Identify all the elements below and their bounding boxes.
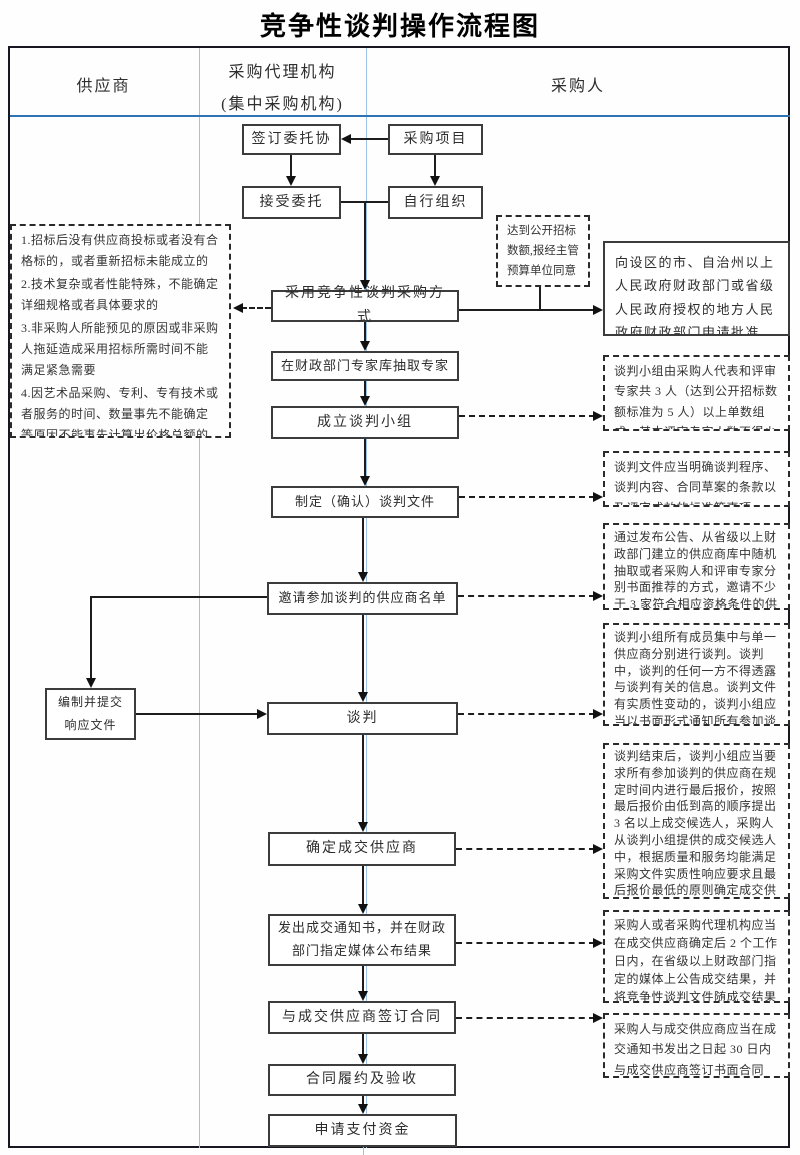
connector-group-to-documents xyxy=(364,439,366,478)
arrowhead-fulfill-to-payment xyxy=(358,1104,368,1114)
dashed-adopt-to-conditions xyxy=(241,307,271,309)
arrowhead-documents-to-note xyxy=(593,492,603,502)
arrowhead-negotiate-to-determine xyxy=(358,822,368,832)
arrowhead-group-to-note xyxy=(593,411,603,421)
arrowhead-adopt-to-experts xyxy=(360,341,370,351)
node-form-group: 成立谈判小组 xyxy=(271,406,459,439)
lane-supplier: 供应商 xyxy=(76,78,131,95)
header-rule xyxy=(10,115,790,117)
lane-purchaser: 采购人 xyxy=(550,78,605,95)
arrowhead-invite-to-negotiate xyxy=(358,692,368,702)
note-group-composition: 谈判小组由采购人代表和评审专家共 3 人（达到公开招标数额标准为 5 人）以上单… xyxy=(603,355,790,431)
node-negotiate: 谈判 xyxy=(267,702,458,735)
arrowhead-contract-to-fulfill xyxy=(358,1054,368,1064)
arrowhead-group-to-documents xyxy=(360,476,370,486)
dashed-determine-to-note xyxy=(456,848,595,850)
arrowhead-determine-to-note xyxy=(593,844,603,854)
note-negotiation-rules: 谈判小组所有成员集中与单一供应商分别进行谈判。谈判中，谈判的任何一方不得透露与谈… xyxy=(603,623,790,726)
condition-2: 2.技术复杂或者性能特殊，不能确定详细规格或者具体要求的 xyxy=(21,277,219,312)
dashed-contract-to-note xyxy=(456,1017,595,1019)
connector-prepare-to-negotiate xyxy=(136,713,259,715)
connector-fulfill-to-payment xyxy=(362,1096,364,1106)
arrowhead-junction-to-adopt xyxy=(360,280,370,290)
connector-contract-to-fulfill xyxy=(362,1034,364,1056)
page-title: 竞争性谈判操作流程图 xyxy=(259,12,540,41)
connector-sign-to-accept xyxy=(290,154,292,178)
node-make-documents: 制定（确认）谈判文件 xyxy=(271,486,459,518)
dashed-notice-to-note xyxy=(456,942,595,944)
node-invite-list: 邀请参加谈判的供应商名单 xyxy=(267,582,458,615)
connector-invite-to-negotiate xyxy=(362,615,364,694)
connector-experts-to-group xyxy=(364,381,366,398)
arrowhead-project-to-sign xyxy=(341,134,351,144)
arrowhead-invite-to-prepare xyxy=(86,678,96,688)
node-prepare-response: 编制并提交响应文件 xyxy=(45,688,136,740)
dashed-invite-to-note xyxy=(458,595,595,597)
arrowhead-negotiate-to-note xyxy=(593,709,603,719)
note-final-quote: 谈判结束后，谈判小组应当要求所有参加谈判的供应商在规定时间内进行最后报价，按照最… xyxy=(603,743,790,899)
lane-agency: 采购代理机构 (集中采购机构) xyxy=(199,58,366,114)
node-accept-entrust: 接受委托 xyxy=(242,186,341,219)
connector-negotiate-to-determine xyxy=(362,735,364,824)
node-contract-fulfill: 合同履约及验收 xyxy=(268,1064,456,1096)
arrowhead-determine-to-notice xyxy=(358,904,368,914)
connector-threshold-stem xyxy=(539,287,541,310)
condition-4: 4.因艺术品采购、专利、专有技术或者服务的时间、数量事先不能确定等原因不能事先计… xyxy=(21,386,219,438)
lane-agency-line1: 采购代理机构 xyxy=(228,64,337,81)
node-sign-contract: 与成交供应商签订合同 xyxy=(268,1001,456,1034)
node-apply-payment: 申请支付资金 xyxy=(268,1114,457,1147)
arrowhead-adopt-to-conditions xyxy=(233,303,243,313)
arrowhead-contract-to-note xyxy=(593,1013,603,1023)
note-contract-deadline: 采购人与成交供应商应当在成交通知书发出之日起 30 日内与成交供应商签订书面合同 xyxy=(603,1013,790,1078)
arrowhead-sign-to-accept xyxy=(286,176,296,186)
note-invitation-method: 通过发布公告、从省级以上财政部门建立的供应商库中随机抽取或者采购人和评审专家分别… xyxy=(603,523,790,610)
dashed-group-to-note xyxy=(459,415,595,417)
note-exceed-threshold: 达到公开招标数额,报经主管预算单位同意 xyxy=(496,215,590,287)
connector-adopt-to-approval xyxy=(459,309,596,311)
note-left-conditions: 1.招标后没有供应商投标或者没有合格标的，或者重新招标未能成立的 2.技术复杂或… xyxy=(10,224,231,438)
node-adopt-method: 采用竞争性谈判采购方式 xyxy=(271,286,459,325)
arrowhead-notice-to-note xyxy=(593,938,603,948)
node-sign-entrust: 签订委托协 xyxy=(242,124,341,155)
node-apply-approval: 向设区的市、自治州以上人民政府财政部门或省级人民政府授权的地方人民政府财政部门申… xyxy=(603,241,790,336)
arrowhead-invite-to-note xyxy=(593,591,603,601)
note-document-content: 谈判文件应当明确谈判程序、谈判内容、合同草案的条款以及评定成效的标准等事项 xyxy=(603,451,790,507)
node-procurement-project: 采购项目 xyxy=(388,124,483,155)
condition-3: 3.非采购人所能预见的原因或非采购人拖延造成采用招标所需时间不能满足紧急需要 xyxy=(21,321,219,377)
arrowhead-documents-to-invite xyxy=(358,572,368,582)
arrowhead-notice-to-contract xyxy=(358,991,368,1001)
connector-determine-to-notice xyxy=(362,866,364,906)
node-issue-notice: 发出成交通知书，并在财政部门指定媒体公布结果 xyxy=(268,914,456,966)
connector-junction-to-adopt xyxy=(364,201,366,282)
connector-notice-to-contract xyxy=(362,966,364,993)
lane-separator-1 xyxy=(199,48,200,1148)
connector-adopt-to-experts xyxy=(364,322,366,343)
node-determine-supplier: 确定成交供应商 xyxy=(268,832,456,866)
lane-agency-line2: (集中采购机构) xyxy=(221,96,344,113)
connector-project-to-self xyxy=(434,154,436,178)
connector-payment-tail xyxy=(363,1147,364,1155)
dashed-documents-to-note xyxy=(459,496,595,498)
arrowhead-adopt-to-approval xyxy=(593,305,603,315)
note-announce-result: 采购人或者采购代理机构应当在成交供应商确定后 2 个工作日内，在省级以上财政部门… xyxy=(603,910,790,1003)
connector-invite-to-prepare-h xyxy=(90,596,267,598)
node-self-organize: 自行组织 xyxy=(388,186,483,219)
dashed-negotiate-to-note xyxy=(458,713,595,715)
arrowhead-project-to-self xyxy=(430,176,440,186)
arrowhead-prepare-to-negotiate xyxy=(257,709,267,719)
node-extract-experts: 在财政部门专家库抽取专家 xyxy=(271,351,459,381)
condition-1: 1.招标后没有供应商投标或者没有合格标的，或者重新招标未能成立的 xyxy=(21,233,219,268)
connector-documents-to-invite xyxy=(362,518,364,574)
arrowhead-experts-to-group xyxy=(360,396,370,406)
connector-project-to-sign xyxy=(348,138,388,140)
connector-invite-to-prepare-v xyxy=(90,596,92,680)
